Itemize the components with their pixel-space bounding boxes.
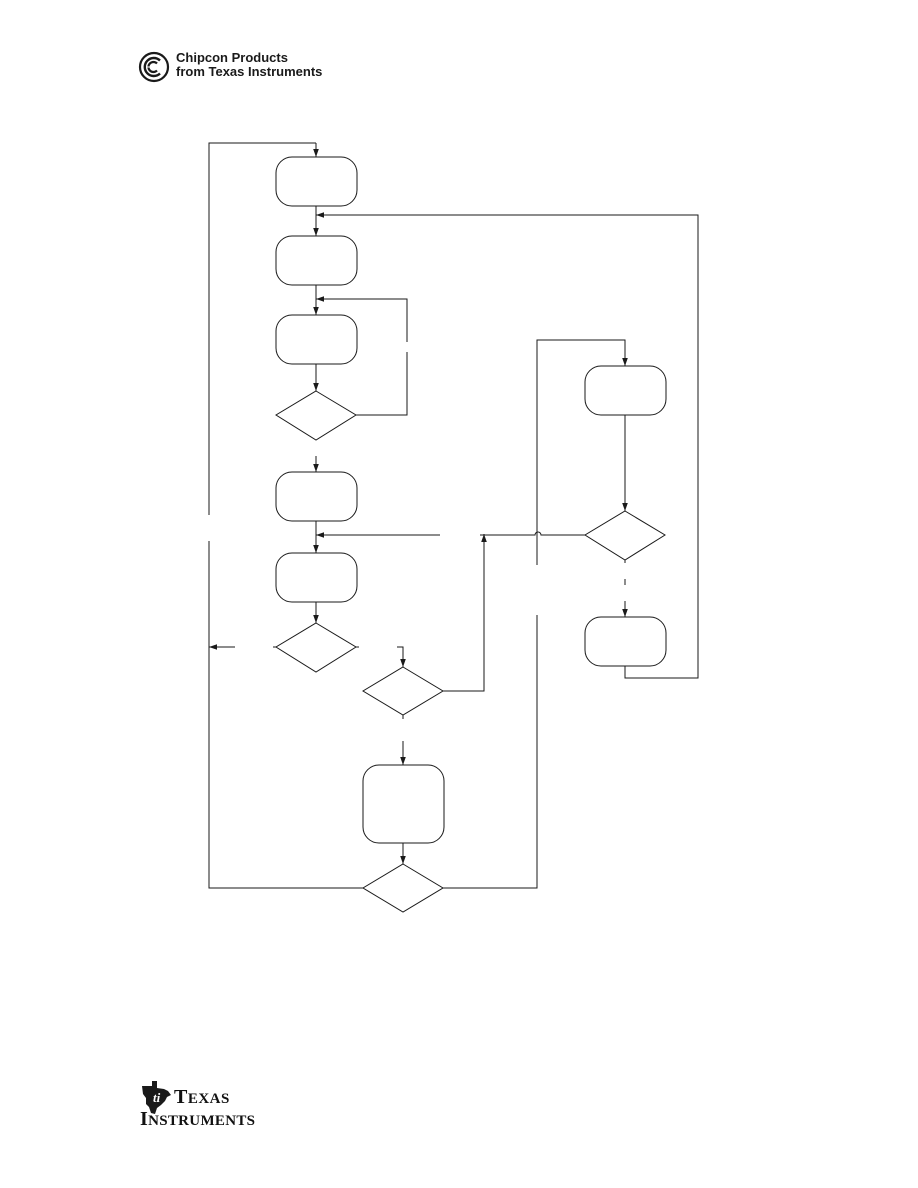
footer-instruments-initial: I: [140, 1108, 149, 1130]
process-box-1: [275, 156, 358, 207]
process-box-3: [275, 314, 358, 365]
decision-4: [362, 863, 444, 913]
loop-connector: [208, 142, 363, 889]
process-box-7: [584, 365, 667, 416]
footer-logo-block: ti TEXAS INSTRUMENTS: [138, 1078, 298, 1134]
loop-connector: [316, 296, 408, 416]
header-title: Chipcon Products from Texas Instruments: [176, 51, 322, 79]
decision-3: [362, 666, 444, 716]
footer-texas-initial: T: [174, 1086, 188, 1108]
loop-connector: [443, 339, 628, 889]
header-line-2: from Texas Instruments: [176, 64, 323, 79]
process-box-5: [275, 552, 358, 603]
connector: [316, 531, 585, 538]
footer-instruments-rest: NSTRUMENTS: [148, 1113, 256, 1129]
header: Chipcon Products from Texas Instruments: [138, 50, 398, 86]
process-box-8: [584, 616, 667, 667]
chipcon-cc-logo-icon: [138, 51, 170, 83]
connector: [443, 534, 487, 692]
decision-5: [584, 510, 666, 561]
footer-word-texas: TEXAS: [174, 1087, 230, 1109]
footer-texas-rest: EXAS: [187, 1091, 230, 1107]
footer-word-instruments: INSTRUMENTS: [140, 1109, 255, 1131]
decision-1: [275, 390, 357, 441]
header-line-1: Chipcon Products: [176, 50, 288, 65]
loop-connector: [316, 212, 699, 679]
texas-instruments-state-logo-icon: ti: [142, 1081, 171, 1114]
process-box-2: [275, 235, 358, 286]
process-box-6: [362, 764, 445, 844]
decision-2: [275, 622, 357, 673]
svg-text:ti: ti: [153, 1090, 161, 1105]
process-box-4: [275, 471, 358, 522]
